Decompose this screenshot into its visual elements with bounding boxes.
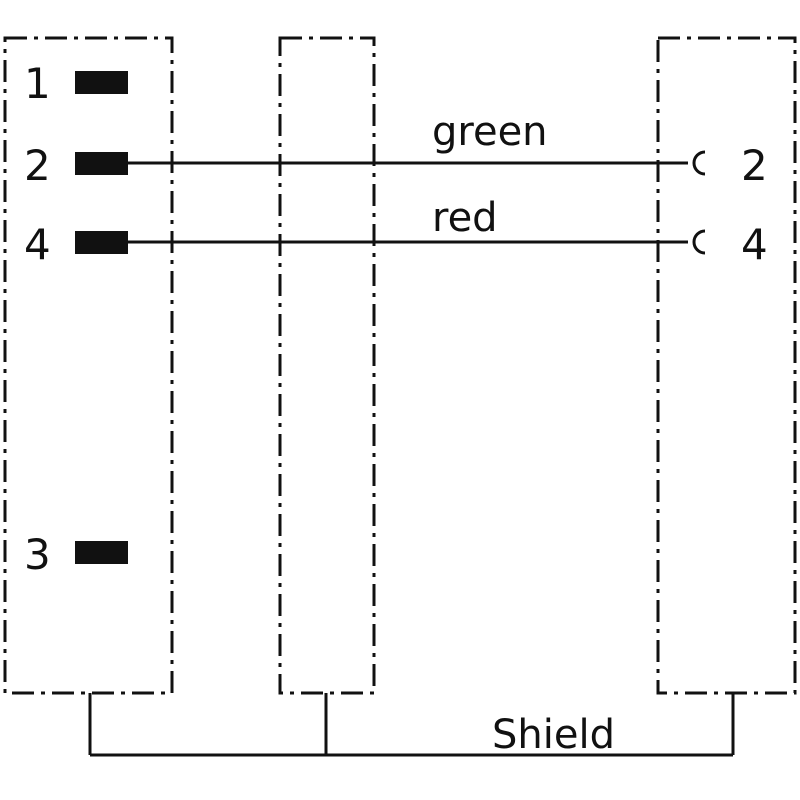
wire-green-label: green: [432, 109, 548, 155]
left-connector-housing: [3, 36, 174, 695]
left-pin-1-label: 1: [24, 59, 51, 108]
right-pin-2-socket: [692, 150, 706, 176]
left-pin-1-contact: [75, 71, 128, 94]
right-pin-2-label: 2: [741, 141, 768, 190]
wire-red-label: red: [432, 195, 498, 241]
right-connector-housing: [656, 36, 797, 695]
left-pin-4-contact: [75, 231, 128, 254]
left-pin-3-contact: [75, 541, 128, 564]
left-pin-3-label: 3: [24, 530, 51, 579]
left-pin-4-label: 4: [24, 220, 51, 269]
shield-label: Shield: [492, 712, 615, 758]
right-pin-4-label: 4: [741, 220, 768, 269]
left-pin-2-contact: [75, 152, 128, 175]
right-pin-4-socket: [692, 229, 706, 255]
cable-body-housing: [278, 36, 376, 695]
left-pin-2-label: 2: [24, 141, 51, 190]
